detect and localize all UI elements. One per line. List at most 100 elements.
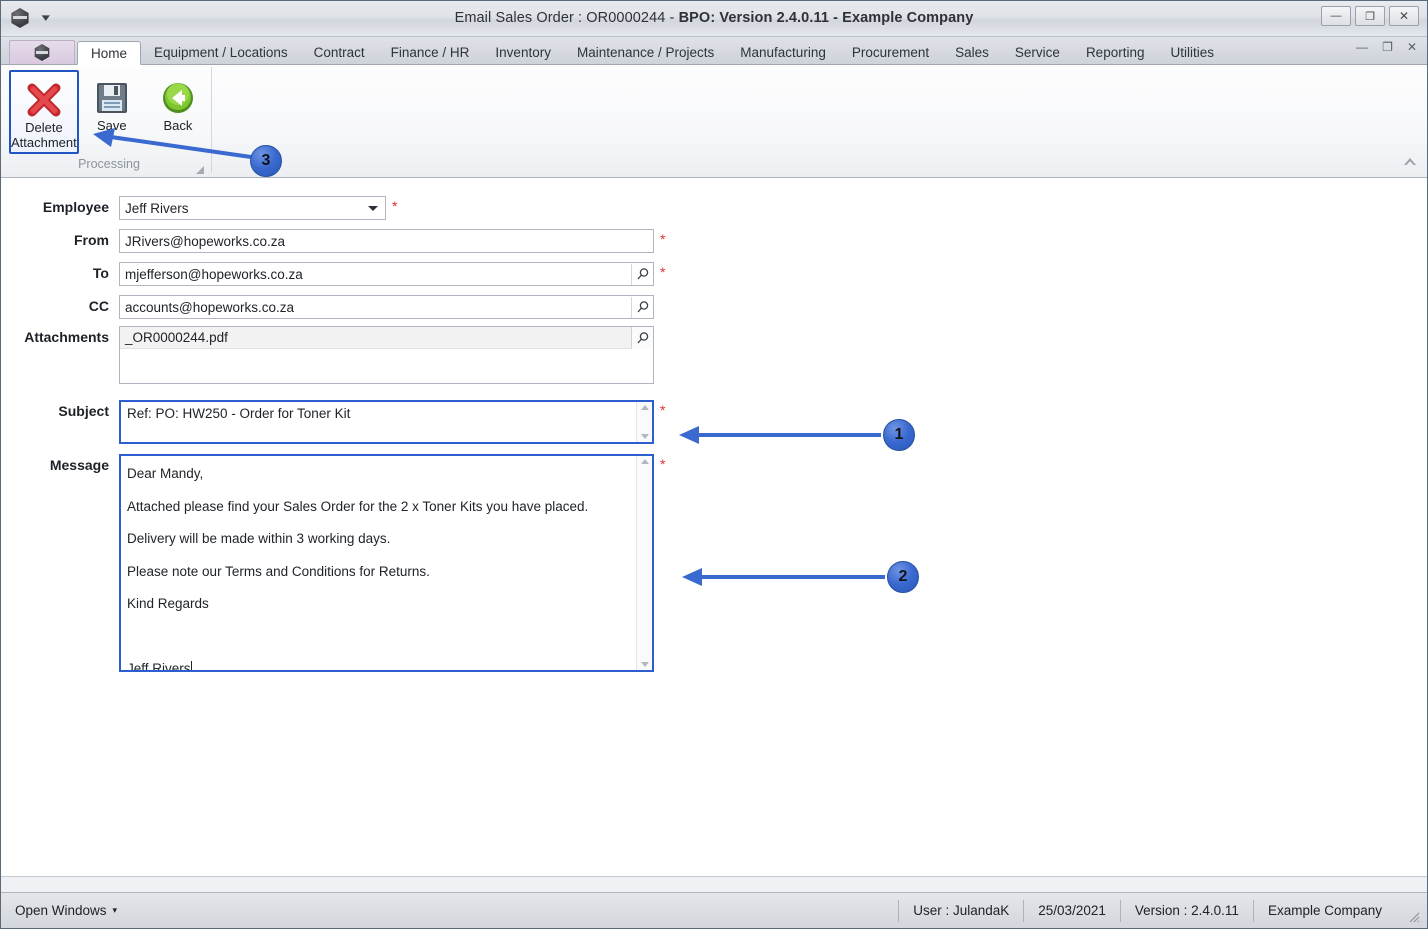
tab-maintenance-projects[interactable]: Maintenance / Projects [576, 44, 715, 60]
employee-required-marker: * [392, 198, 398, 214]
employee-value: Jeff Rivers [125, 200, 189, 216]
open-windows-button[interactable]: Open Windows ▾ [1, 903, 117, 918]
email-form: Employee Jeff Rivers * From JRivers@hope… [1, 178, 1427, 877]
message-scrollbar[interactable] [636, 456, 652, 670]
close-button[interactable]: ✕ [1389, 6, 1419, 26]
tab-reporting[interactable]: Reporting [1085, 44, 1145, 60]
search-icon[interactable] [631, 297, 652, 318]
attachments-field-row: Attachments _OR0000244.pdf [1, 326, 654, 384]
back-button[interactable]: Back [145, 70, 211, 154]
message-textarea[interactable]: Dear Mandy, Attached please find your Sa… [119, 454, 654, 672]
message-body: Dear Mandy, Attached please find your Sa… [127, 458, 646, 672]
tab-home[interactable]: Home [77, 41, 142, 65]
scroll-down-icon[interactable] [640, 662, 649, 667]
status-version: Version : 2.4.0.11 [1119, 899, 1253, 922]
message-required-marker: * [660, 456, 666, 472]
mdi-close-button[interactable]: ✕ [1406, 40, 1417, 54]
attachment-filename: _OR0000244.pdf [125, 330, 228, 345]
window-title: Email Sales Order : OR0000244 - BPO: Ver… [1, 10, 1427, 26]
mdi-child-window-controls: — ❐ ✕ [1356, 41, 1417, 53]
subject-label: Subject [58, 403, 109, 419]
mdi-minimize-button[interactable]: — [1356, 40, 1369, 54]
open-windows-label: Open Windows [15, 903, 107, 918]
cc-label: CC [88, 298, 109, 314]
text-caret [190, 661, 192, 670]
search-icon[interactable] [631, 327, 653, 349]
from-required-marker: * [660, 231, 666, 247]
from-label: From [74, 232, 109, 248]
subject-value: Ref: PO: HW250 - Order for Toner Kit [127, 406, 351, 421]
subject-field-row: Subject Ref: PO: HW250 - Order for Toner… [1, 400, 665, 444]
ribbon-tab-bar: Home Equipment / Locations Contract Fina… [1, 37, 1427, 65]
mdi-restore-button[interactable]: ❐ [1382, 40, 1393, 54]
status-bar: Open Windows ▾ User : JulandaK 25/03/202… [1, 892, 1427, 928]
scroll-down-icon[interactable] [640, 434, 649, 439]
tab-manufacturing[interactable]: Manufacturing [740, 44, 826, 60]
message-line-signature: Jeff Rivers [127, 653, 646, 672]
window-title-prefix: Email Sales Order : OR0000244 - [454, 10, 679, 26]
from-field-row: From JRivers@hopeworks.co.za * [1, 229, 665, 253]
employee-field-row: Employee Jeff Rivers * [1, 196, 397, 220]
tab-sales[interactable]: Sales [955, 44, 989, 60]
minimize-button[interactable]: — [1321, 6, 1351, 26]
status-company: Example Company [1252, 899, 1396, 922]
tab-finance-hr[interactable]: Finance / HR [390, 44, 470, 60]
tab-procurement[interactable]: Procurement [851, 44, 930, 60]
search-icon[interactable] [631, 264, 652, 285]
save-button[interactable]: Save [79, 70, 145, 154]
ribbon-group-label: Processing [78, 157, 140, 171]
scroll-up-icon[interactable] [640, 459, 649, 464]
ribbon-panel: Delete Attachment [1, 65, 1427, 178]
message-line: Attached please find your Sales Order fo… [127, 498, 589, 514]
dialog-launcher-icon[interactable] [196, 161, 204, 174]
message-field-row: Message Dear Mandy, Attached please find… [1, 454, 665, 672]
window-title-suffix: BPO: Version 2.4.0.11 - Example Company [678, 10, 974, 26]
message-line: Kind Regards [127, 596, 209, 611]
message-signature-text: Jeff Rivers [127, 661, 191, 672]
subject-scrollbar[interactable] [636, 402, 652, 442]
maximize-button[interactable]: ❐ [1355, 6, 1385, 26]
employee-label: Employee [42, 199, 109, 215]
delete-attachment-label-line2: Attachment [11, 134, 77, 150]
attachments-list[interactable]: _OR0000244.pdf [119, 326, 654, 384]
to-input[interactable]: mjefferson@hopeworks.co.za [119, 262, 654, 286]
message-line: Dear Mandy, [127, 466, 204, 481]
tab-contract[interactable]: Contract [313, 44, 365, 60]
from-value: JRivers@hopeworks.co.za [125, 233, 286, 249]
status-bar-right: User : JulandaK 25/03/2021 Version : 2.4… [898, 893, 1427, 928]
subject-required-marker: * [660, 402, 666, 418]
app-logo-icon[interactable] [7, 5, 33, 31]
delete-attachment-button[interactable]: Delete Attachment [9, 70, 79, 154]
attachments-label: Attachments [24, 329, 109, 345]
cc-input[interactable]: accounts@hopeworks.co.za [119, 295, 654, 319]
message-line: Delivery will be made within 3 working d… [127, 531, 391, 546]
chevron-down-icon[interactable] [368, 206, 378, 211]
attachment-item[interactable]: _OR0000244.pdf [120, 327, 653, 349]
to-required-marker: * [660, 264, 666, 280]
resize-grip-icon[interactable] [1406, 909, 1422, 925]
callout-marker-3: 3 [250, 145, 282, 177]
subject-textarea[interactable]: Ref: PO: HW250 - Order for Toner Kit [119, 400, 654, 444]
to-field-row: To mjefferson@hopeworks.co.za * [1, 262, 665, 286]
tab-equipment-locations[interactable]: Equipment / Locations [154, 44, 288, 60]
message-line-blank [127, 621, 646, 654]
callout-marker-1: 1 [883, 419, 915, 451]
tab-utilities[interactable]: Utilities [1170, 44, 1214, 60]
scroll-up-icon[interactable] [640, 405, 649, 410]
delete-attachment-label-line1: Delete [25, 120, 63, 135]
employee-combobox[interactable]: Jeff Rivers [119, 196, 386, 220]
application-menu-button[interactable] [9, 40, 75, 64]
status-date: 25/03/2021 [1023, 899, 1120, 922]
title-bar: ▾ Email Sales Order : OR0000244 - BPO: V… [1, 1, 1427, 37]
chevron-up-icon[interactable] [1402, 155, 1418, 172]
back-label: Back [163, 118, 193, 133]
tab-service[interactable]: Service [1014, 44, 1060, 60]
tab-inventory[interactable]: Inventory [495, 44, 551, 60]
chevron-down-icon[interactable]: ▾ [41, 11, 50, 24]
cc-field-row: CC accounts@hopeworks.co.za [1, 295, 654, 319]
window-controls: — ❐ ✕ [1321, 6, 1419, 26]
to-value: mjefferson@hopeworks.co.za [125, 266, 303, 282]
cc-value: accounts@hopeworks.co.za [125, 299, 295, 315]
from-input[interactable]: JRivers@hopeworks.co.za [119, 229, 654, 253]
